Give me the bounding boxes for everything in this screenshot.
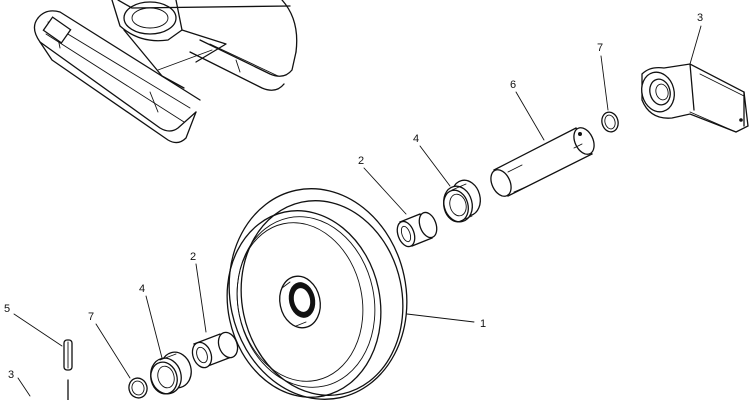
bushing-upper [396,211,438,248]
leader-lines [13,25,702,397]
snap-ring-upper [601,111,619,133]
bushing-lower [191,331,239,369]
bracket-right [641,63,749,133]
callout-7-lower: 7 [88,311,94,323]
seal-lower [150,351,192,395]
callout-5: 5 [4,303,10,315]
callout-4-lower: 4 [139,283,145,295]
snap-ring-lower [128,377,148,399]
callout-3-right: 3 [697,12,703,24]
shaft [490,127,595,197]
callout-7-upper: 7 [597,42,603,54]
callout-3-left: 3 [8,369,14,381]
callout-6: 6 [510,79,516,91]
seal-upper [443,179,481,223]
roll-pin [63,339,73,371]
track-frame-inset [33,0,298,144]
callout-2-lower: 2 [190,251,196,263]
callout-1: 1 [480,318,486,330]
idler-wheel [226,188,408,400]
callout-labels: 1 2 2 3 3 4 4 5 6 7 7 [4,12,703,381]
callout-4-upper: 4 [413,133,419,145]
callout-2-upper: 2 [358,155,364,167]
